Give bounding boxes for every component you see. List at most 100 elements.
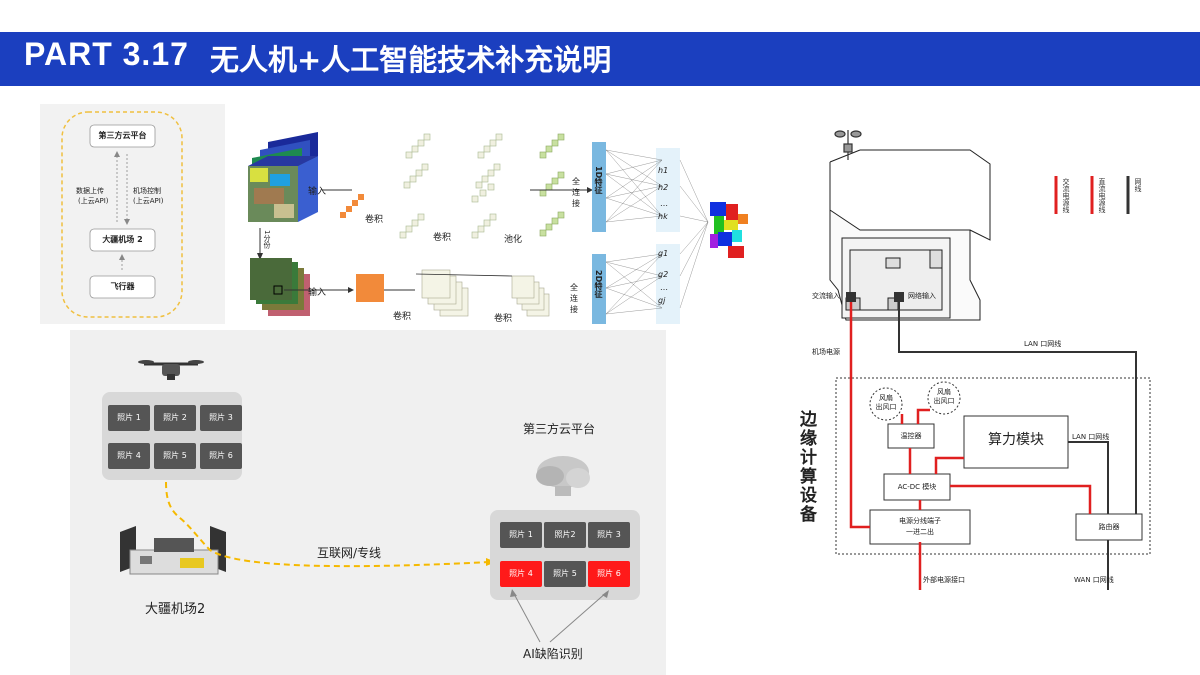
- cloud-title: 第三方云平台: [523, 422, 596, 436]
- splitter-label-2: 一进二出: [906, 528, 934, 536]
- nn-h3: …: [660, 199, 668, 208]
- page-title: 无人机+人工智能技术补充说明: [210, 43, 612, 77]
- edge-device-label-3: 计: [800, 448, 817, 468]
- network-label: 互联网/专线: [317, 546, 382, 560]
- dock-label: 大疆机场 2: [102, 235, 143, 244]
- cloud-photo-5: 照片 5: [544, 561, 586, 587]
- compute-module-box: [963, 415, 1069, 469]
- nn-feature-1d: 1D特征: [594, 166, 603, 195]
- feature-2d-bar: [592, 254, 606, 324]
- fan-outlet-1: [869, 387, 903, 421]
- header-bar: [0, 32, 1200, 86]
- feature-maps: [399, 133, 503, 239]
- nn-conv-3: 卷积: [393, 312, 412, 322]
- upload-label: 数据上传: [76, 187, 104, 195]
- hyperspectral-cube: [248, 132, 318, 222]
- drone-photo-2: 照片 2: [154, 405, 196, 431]
- dock-outline: [829, 149, 991, 321]
- compute-module-label: 算力模块: [988, 432, 1044, 448]
- drone-photo-4: 照片 4: [108, 443, 150, 469]
- image-stack: [250, 258, 310, 316]
- nn-feature-2d: 2D特征: [594, 270, 603, 299]
- wan-label: WAN 口网线: [1074, 576, 1114, 584]
- legend-ac: 交流电源线: [1062, 178, 1070, 213]
- legend-net: 网线: [1134, 178, 1142, 192]
- fan-1-label-b: 出风口: [875, 403, 897, 411]
- anemometer-icon: [834, 130, 862, 160]
- temp-controller-box: [887, 423, 935, 449]
- dock-icon: [120, 526, 226, 575]
- splitter-label-1: 电源分线端子: [899, 517, 941, 525]
- dock-node: [89, 228, 156, 252]
- nn-pool: 池化: [504, 235, 523, 245]
- acdc-module-box: [883, 473, 951, 501]
- temp-controller-label: 温控器: [900, 432, 922, 440]
- drone-photo-6: 照片 6: [200, 443, 242, 469]
- lan-mid-label: LAN 口网线: [1072, 433, 1110, 441]
- part-number: PART 3.17: [24, 36, 189, 72]
- aircraft-node: [89, 275, 156, 299]
- nn-band-label: 1分份: [263, 230, 271, 249]
- ac-input-label: 交流输入: [812, 292, 840, 300]
- control-api-label: (上云API): [133, 197, 164, 205]
- drone-icon: [138, 360, 204, 380]
- nn-fc2-a: 全: [570, 283, 578, 292]
- conv-chain-1: [340, 194, 364, 218]
- ac-port: [846, 292, 856, 302]
- cloud-platform-icon: [536, 456, 590, 496]
- nn-fc1-c: 接: [572, 199, 580, 208]
- edge-device-label-6: 备: [800, 505, 817, 525]
- cloud-node: [89, 124, 156, 148]
- classification-map: [710, 202, 748, 258]
- dock-caption: 大疆机场2: [145, 602, 206, 617]
- acdc-module-label: AC-DC 模块: [897, 483, 937, 491]
- conv-2d-stack: [421, 269, 550, 317]
- upload-api-label: (上云API): [78, 197, 109, 205]
- control-label: 机场控制: [133, 187, 161, 195]
- power-lines: [849, 302, 1092, 590]
- edge-device-label-4: 算: [800, 467, 817, 487]
- drone-photo-5: 照片 5: [154, 443, 196, 469]
- nn-conv-1: 卷积: [365, 215, 384, 225]
- network-lines: [898, 302, 1137, 590]
- fan-outlet-2: [927, 381, 961, 415]
- lan-top-label: LAN 口网线: [1024, 340, 1062, 348]
- g-node-panel: [656, 244, 680, 324]
- edge-enclosure: [835, 377, 1151, 555]
- edge-device-label-2: 缘: [800, 429, 817, 449]
- nn-gj: gj: [658, 296, 666, 305]
- cloud-photo-2: 照片2: [544, 522, 586, 548]
- fan-2-label-a: 风扇: [937, 388, 951, 396]
- external-power-label: 外部电源接口: [923, 576, 965, 584]
- fan-1-label-a: 风扇: [879, 394, 893, 402]
- nn-h1: h1: [658, 166, 669, 175]
- drone-photo-3: 照片 3: [200, 405, 242, 431]
- cloud-photo-6: 照片 6: [588, 561, 630, 587]
- nn-conv-2: 卷积: [433, 233, 452, 243]
- nn-fc2-c: 接: [570, 305, 578, 314]
- ai-arrow-left: [512, 591, 541, 643]
- architecture-border: [61, 111, 183, 318]
- aircraft-label: 飞行器: [110, 282, 135, 291]
- nn-hk: hk: [658, 212, 668, 221]
- nn-h2: h2: [658, 183, 669, 192]
- architecture-diagram: [61, 111, 183, 318]
- nn-fc2-b: 连: [570, 294, 578, 303]
- net-port: [894, 292, 904, 302]
- dock-power-label: 机场电源: [812, 348, 840, 356]
- ai-arrow-right: [549, 591, 608, 643]
- nn-fc1-a: 全: [572, 177, 580, 186]
- edge-device-label-5: 设: [800, 486, 817, 506]
- orange-patch: [356, 274, 384, 302]
- feature-1d-bar: [592, 142, 606, 232]
- router-label: 路由器: [1098, 523, 1120, 531]
- pool-maps: [539, 133, 565, 237]
- nn-fc1-b: 连: [572, 188, 580, 197]
- cloud-photo-1: 照片 1: [500, 522, 542, 548]
- legend-dc: 直流电源线: [1098, 178, 1106, 213]
- net-input-label: 网络输入: [908, 292, 936, 300]
- edge-device-label-1: 边: [800, 410, 817, 430]
- nn-conv-4: 卷积: [494, 314, 513, 324]
- drone-photo-1: 照片 1: [108, 405, 150, 431]
- fan-2-label-b: 出风口: [933, 397, 955, 405]
